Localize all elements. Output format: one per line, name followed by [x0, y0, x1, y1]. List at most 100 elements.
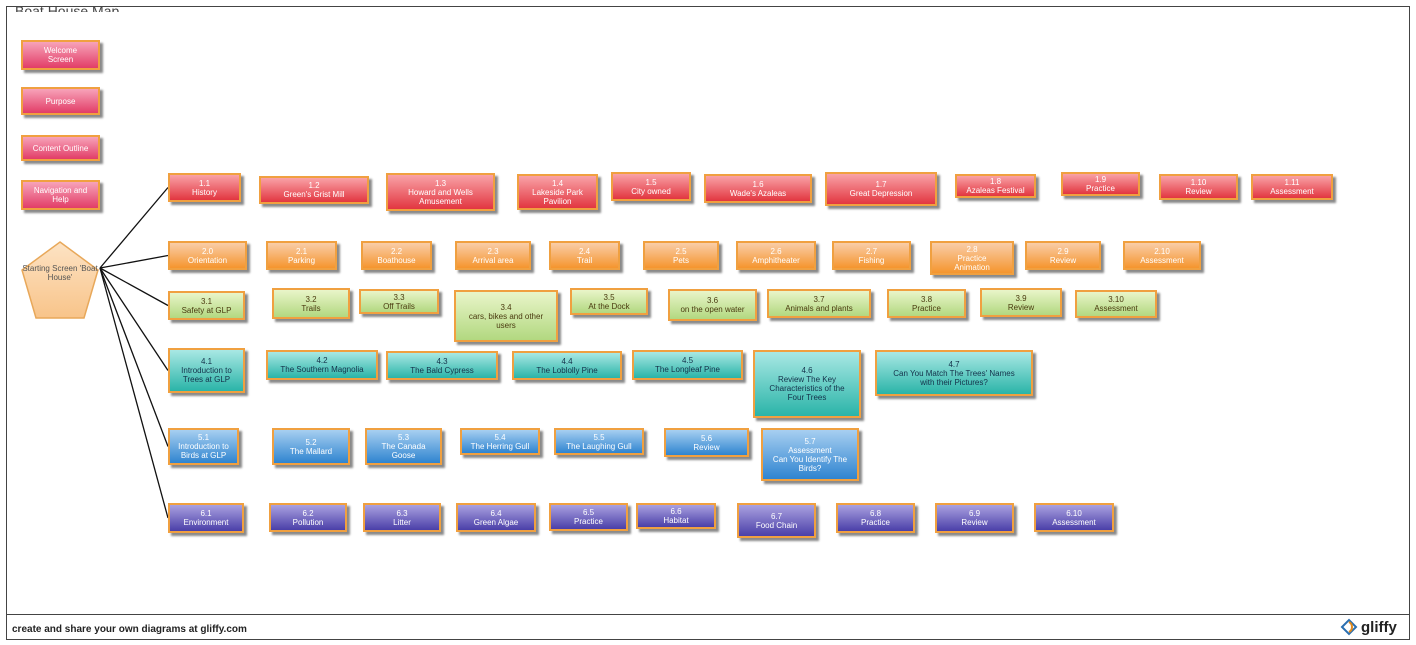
node-label: Characteristics of the — [769, 384, 845, 393]
node-label: Assessment — [1270, 187, 1314, 196]
node-number: 3.6 — [706, 296, 719, 305]
node-number: 1.1 — [198, 178, 211, 188]
node-label: Lakeside Park — [532, 187, 583, 197]
node-label: Assessment — [788, 445, 832, 455]
starting-screen-node[interactable]: Starting Screen 'Boat House' — [20, 264, 100, 282]
footer-credit: create and share your own diagrams at gl… — [12, 624, 247, 635]
node-number: 5.7 — [804, 436, 816, 446]
node-label: Can You Identify The — [772, 454, 848, 464]
node-number: 3.2 — [305, 294, 317, 304]
node-number: 6.3 — [396, 508, 408, 518]
node-number: 5.1 — [197, 433, 210, 442]
node-number: 3.7 — [813, 294, 825, 304]
start-label-line: 'Boat House' — [47, 264, 98, 282]
node-label: Review — [1185, 187, 1212, 196]
intro-node-purpose[interactable]: Purpose — [21, 87, 100, 115]
node-number: 6.9 — [968, 509, 981, 518]
intro-node-content[interactable]: Content Outline — [21, 135, 100, 161]
node-label: with their Pictures? — [920, 377, 988, 387]
node-label: on the open water — [680, 305, 745, 314]
node-number: 6.5 — [582, 508, 595, 517]
node-number: 4.1 — [200, 357, 213, 366]
node-label: Screen — [47, 55, 74, 64]
node-label: Habitat — [663, 516, 689, 525]
node-number: 2.7 — [865, 246, 878, 256]
node-label: Animals and plants — [785, 303, 853, 313]
node-label: Trees at GLP — [182, 375, 231, 384]
node-label: Content Outline — [32, 143, 89, 153]
node-label: Review — [1007, 302, 1035, 312]
node-number: 2.0 — [201, 246, 214, 256]
node-number: 3.9 — [1015, 293, 1027, 303]
node-number: 1.3 — [434, 178, 447, 188]
node-number: 3.1 — [200, 296, 213, 306]
node-number: 4.5 — [681, 356, 694, 365]
node-label: Amphitheater — [752, 255, 800, 265]
node-number: 2.1 — [295, 246, 308, 256]
node-label: History — [192, 187, 217, 197]
node-label: At the Dock — [588, 301, 630, 311]
node-number: 1.5 — [645, 177, 657, 187]
node-number: 2.9 — [1057, 246, 1069, 256]
node-label: cars, bikes and other — [468, 311, 544, 321]
